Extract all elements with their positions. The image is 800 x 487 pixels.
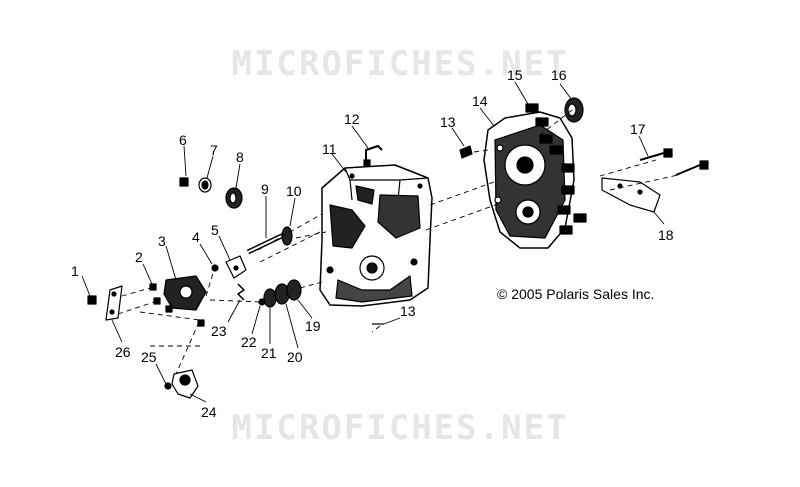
callout-25: 25 <box>141 349 157 365</box>
callout-19: 19 <box>305 318 321 334</box>
bolt-part <box>87 295 97 305</box>
watermark-bottom: MICROFICHES.NET <box>231 408 569 448</box>
callout-14: 14 <box>472 93 488 109</box>
callout-15: 15 <box>507 67 523 83</box>
cover-bolts-part <box>525 103 587 235</box>
callout-16: 16 <box>551 67 567 83</box>
washer-stack-part <box>258 279 302 308</box>
breather-fitting-part <box>363 145 383 167</box>
callout-7: 7 <box>210 142 218 158</box>
shift-housing-part <box>163 275 207 311</box>
watermark-top: MICROFICHES.NET <box>231 44 569 84</box>
callout-20: 20 <box>287 349 303 365</box>
callout-18: 18 <box>658 227 674 243</box>
callout-21: 21 <box>261 345 277 361</box>
sensor-screw-part <box>164 382 172 390</box>
gear-part <box>564 97 584 123</box>
callout-22: 22 <box>241 334 257 350</box>
seal-part <box>225 187 243 209</box>
callout-17: 17 <box>630 121 646 137</box>
bracket-plate-part <box>105 285 123 321</box>
assembly-lines <box>117 109 679 375</box>
mounting-bracket-part <box>601 177 661 213</box>
callout-10: 10 <box>286 183 302 199</box>
bushing-part <box>198 177 212 193</box>
housing-screws-part <box>149 283 205 327</box>
callout-labels: 1 2 3 4 5 6 7 8 9 10 11 12 13 13 14 15 1… <box>71 67 674 420</box>
callout-6: 6 <box>179 132 187 148</box>
callout-2: 2 <box>135 249 143 265</box>
dowel-pin-part <box>459 145 473 159</box>
leader-lines <box>81 81 665 403</box>
callout-24: 24 <box>201 404 217 420</box>
sensor-part <box>171 369 199 399</box>
copyright-notice: © 2005 Polaris Sales Inc. <box>497 286 655 302</box>
lever-part <box>225 255 247 279</box>
callout-8: 8 <box>236 149 244 165</box>
callout-9: 9 <box>261 181 269 197</box>
callout-5: 5 <box>211 222 219 238</box>
callout-13-upper: 13 <box>440 114 456 130</box>
spring-part <box>237 283 245 301</box>
callout-12: 12 <box>344 111 360 127</box>
callout-4: 4 <box>192 229 200 245</box>
callout-26: 26 <box>115 344 131 360</box>
key-part <box>179 177 189 187</box>
nut-part <box>211 264 219 272</box>
callout-3: 3 <box>158 233 166 249</box>
callout-23: 23 <box>211 323 227 339</box>
callout-11: 11 <box>322 141 337 157</box>
main-gearcase-part <box>319 164 433 307</box>
mounting-bolts-part <box>639 148 709 176</box>
callout-13-lower: 13 <box>400 303 416 319</box>
callout-1: 1 <box>71 263 79 279</box>
